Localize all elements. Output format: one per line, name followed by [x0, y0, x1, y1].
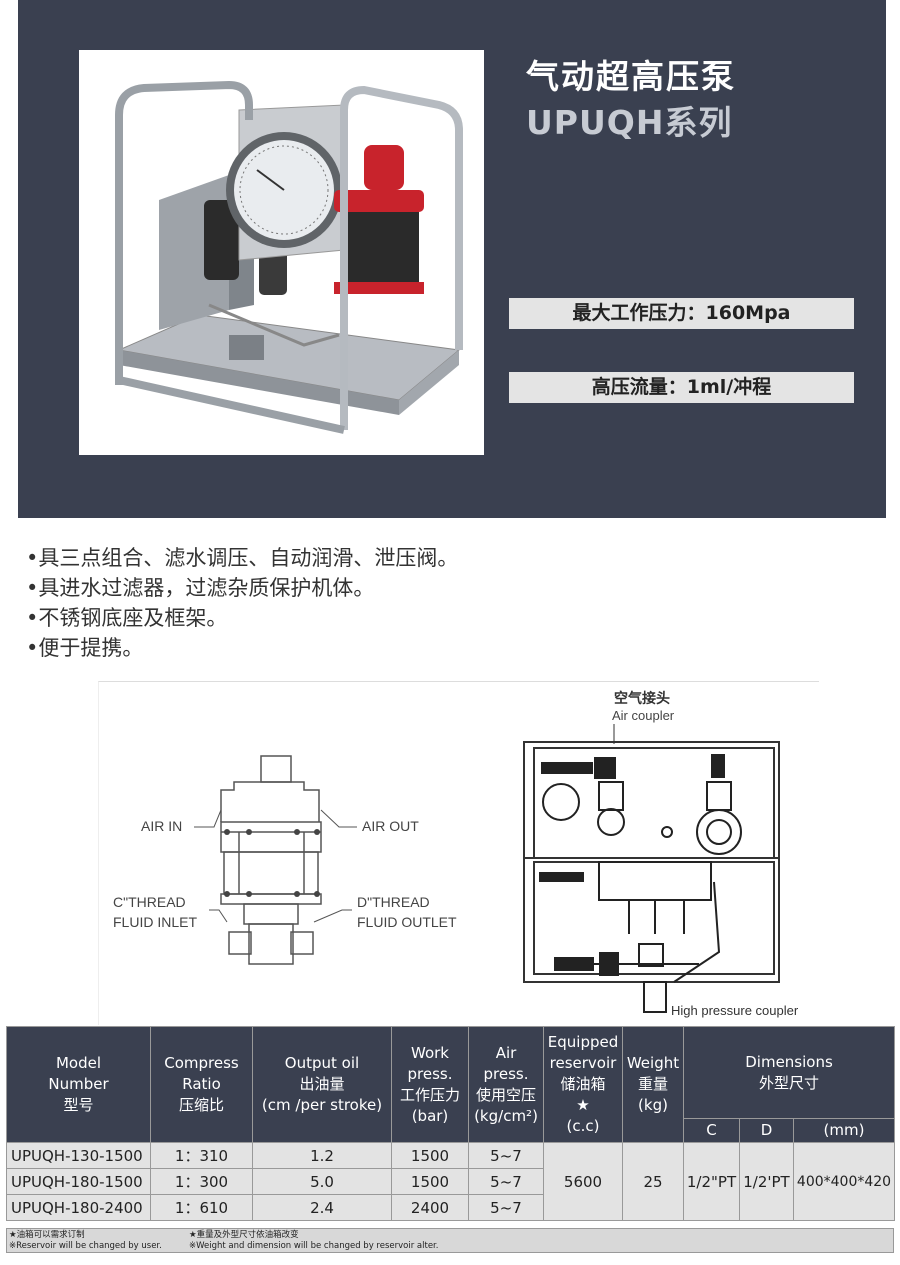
cell-output: 1.2 [252, 1142, 392, 1169]
pump-illustration [79, 50, 484, 455]
air-out-label: AIR OUT [362, 818, 419, 834]
flow-rate-spec: 高压流量：1ml/冲程 [509, 372, 854, 403]
table-notes: ★油箱可以需求订制 ※Reservoir will be changed by … [6, 1228, 894, 1253]
fluid-inlet-label: FLUID INLET [113, 914, 197, 930]
product-series: UPUQH系列 [526, 103, 733, 142]
fluid-outlet-label: FLUID OUTLET [357, 914, 457, 930]
col-mm: (mm) [792, 1118, 896, 1143]
hp-coupler-label: High pressure coupler [671, 1003, 799, 1018]
cell-air: 5~7 [468, 1142, 544, 1169]
air-in-label: AIR IN [141, 818, 182, 834]
cell-ratio: 1：300 [150, 1168, 253, 1195]
table-row: UPUQH-180-1500 1：300 5.0 1500 5~7 [6, 1168, 895, 1195]
cell-reservoir: 5600 [543, 1142, 623, 1221]
cell-air: 5~7 [468, 1194, 544, 1221]
technical-diagram: AIR IN AIR OUT C"THREAD FLUID INLET D"TH… [98, 681, 819, 1025]
note-reservoir-en: ※Reservoir will be changed by user. [9, 1241, 162, 1251]
max-pressure-spec: 最大工作压力：160Mpa [509, 298, 854, 329]
product-photo [79, 50, 484, 455]
pump-bolts [224, 829, 320, 897]
assembly-parts [542, 781, 742, 1013]
note-weight-en: ※Weight and dimension will be changed by… [189, 1241, 439, 1251]
c-thread-label: C"THREAD [113, 894, 186, 910]
cell-work: 2400 [391, 1194, 469, 1221]
col-c: C [683, 1118, 740, 1143]
product-title: 气动超高压泵 [526, 57, 736, 96]
table-row: UPUQH-180-2400 1：610 2.4 2400 5~7 [6, 1194, 895, 1221]
cell-weight: 25 [622, 1142, 684, 1221]
pump-schematic: AIR IN AIR OUT C"THREAD FLUID INLET D"TH… [113, 690, 799, 1018]
note-weight-cn: ★重量及外型尺寸依油箱改变 [189, 1230, 299, 1240]
feature-item: 具进水过滤器，过滤杂质保护机体。 [26, 573, 458, 603]
cell-c: 1/2"PT [683, 1142, 740, 1221]
cell-model: UPUQH-130-1500 [6, 1142, 151, 1169]
feature-item: 便于提携。 [26, 633, 458, 663]
pump-outline [220, 755, 322, 965]
cell-work: 1500 [391, 1168, 469, 1195]
cell-air: 5~7 [468, 1168, 544, 1195]
cell-ratio: 1：610 [150, 1194, 253, 1221]
cell-mm: 400*400*420 [792, 1142, 896, 1221]
cell-model: UPUQH-180-1500 [6, 1168, 151, 1195]
d-thread-label: D"THREAD [357, 894, 430, 910]
hero-banner: 气动超高压泵 UPUQH系列 最大工作压力：160Mpa 高压流量：1ml/冲程 [18, 0, 886, 518]
air-coupler-cn-label: 空气接头 [614, 690, 670, 706]
cell-work: 1500 [391, 1142, 469, 1169]
cell-model: UPUQH-180-2400 [6, 1194, 151, 1221]
cell-output: 2.4 [252, 1194, 392, 1221]
col-d: D [739, 1118, 794, 1143]
cell-d: 1/2'PT [739, 1142, 794, 1221]
table-row: UPUQH-130-1500 1：310 1.2 1500 5~7 5600 2… [6, 1142, 896, 1221]
feature-item: 不锈钢底座及框架。 [26, 603, 458, 633]
air-coupler-en-label: Air coupler [612, 708, 675, 723]
note-reservoir-cn: ★油箱可以需求订制 [9, 1230, 85, 1240]
feature-list: 具三点组合、滤水调压、自动润滑、泄压阀。 具进水过滤器，过滤杂质保护机体。 不锈… [26, 543, 458, 663]
cell-ratio: 1：310 [150, 1142, 253, 1169]
cell-output: 5.0 [252, 1168, 392, 1195]
leader-lines [194, 809, 357, 923]
feature-item: 具三点组合、滤水调压、自动润滑、泄压阀。 [26, 543, 458, 573]
assembly-fittings [539, 754, 725, 976]
